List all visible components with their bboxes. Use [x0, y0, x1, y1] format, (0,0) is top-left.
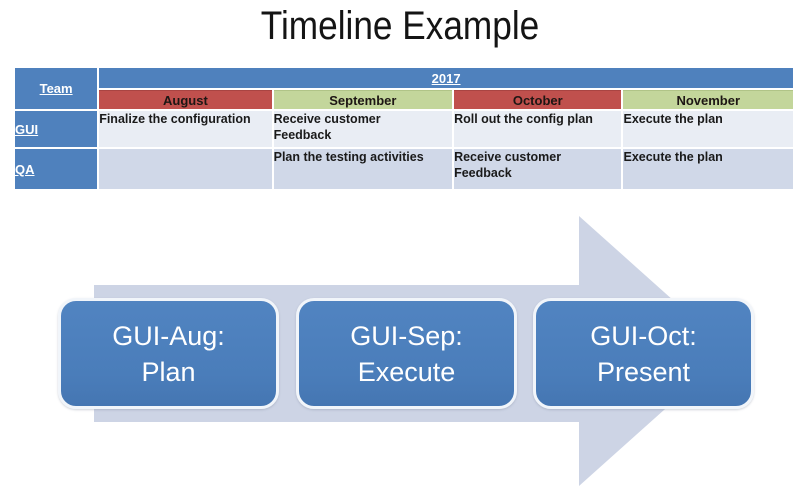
process-step-gui-oct: GUI-Oct: Present: [533, 298, 754, 409]
cell-qa-november: Execute the plan: [623, 149, 793, 189]
cell-gui-october: Roll out the config plan: [454, 111, 622, 147]
process-step-gui-sep: GUI-Sep: Execute: [296, 298, 517, 409]
team-label-gui: GUI: [15, 111, 98, 147]
cell-gui-august: Finalize the configuration: [99, 111, 272, 147]
cell-gui-november: Execute the plan: [623, 111, 793, 147]
timeline-table: Team 2017 August September October Novem…: [13, 66, 795, 191]
team-column-header: Team: [15, 68, 98, 109]
month-header-august: August: [99, 90, 272, 109]
cell-gui-september: Receive customer Feedback: [273, 111, 453, 147]
process-step-label: GUI-Aug: Plan: [112, 320, 225, 387]
cell-qa-august: [99, 149, 272, 189]
process-step-gui-aug: GUI-Aug: Plan: [58, 298, 279, 409]
process-step-label: GUI-Oct: Present: [590, 320, 697, 387]
table-row-qa: QA Plan the testing activities Receive c…: [15, 149, 793, 189]
month-header-november: November: [623, 90, 793, 109]
process-step-label: GUI-Sep: Execute: [350, 320, 463, 387]
month-header-october: October: [454, 90, 622, 109]
year-header: 2017: [99, 68, 793, 88]
table-row-gui: GUI Finalize the configuration Receive c…: [15, 111, 793, 147]
page-title: Timeline Example: [260, 4, 540, 48]
table-header-row-year: Team 2017: [15, 68, 793, 109]
cell-qa-september: Plan the testing activities: [273, 149, 453, 189]
month-header-september: September: [273, 90, 453, 109]
team-label-qa: QA: [15, 149, 98, 189]
cell-qa-october: Receive customer Feedback: [454, 149, 622, 189]
table-header-row-months: August September October November: [15, 90, 793, 109]
